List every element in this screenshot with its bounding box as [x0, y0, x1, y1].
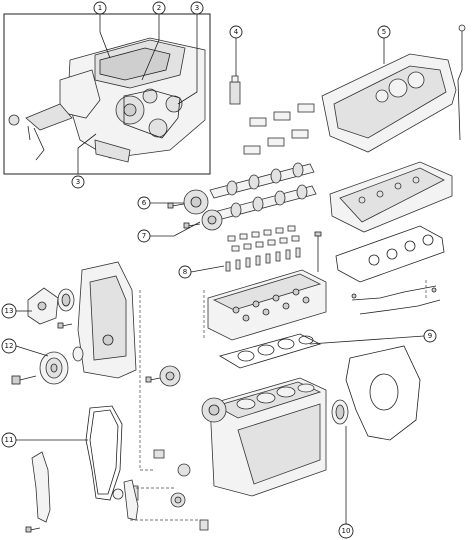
timing-chain-part	[85, 405, 123, 501]
callout-3-bottom: 3	[71, 175, 85, 189]
callout-5: 5	[377, 25, 391, 39]
crank-seal-part	[72, 346, 84, 362]
callout-9: 9	[423, 329, 437, 343]
camshaft-sprocket-lower-part	[201, 209, 223, 231]
callout-6-label: 6	[142, 199, 147, 207]
cylinder-block-part	[209, 377, 327, 497]
assembled-engine-inset-frame	[3, 13, 211, 175]
callout-2-label: 2	[157, 4, 161, 12]
oil-control-valve-part	[229, 75, 241, 105]
callout-8: 8	[178, 265, 192, 279]
callout-12: 12	[1, 338, 17, 354]
callout-4: 4	[229, 25, 243, 39]
timing-cover-oil-seal-part	[57, 288, 75, 312]
head-gasket-part	[218, 333, 322, 369]
cylinder-head-cover-part	[329, 161, 453, 233]
leader-2	[141, 14, 160, 81]
camshaft-sprocket-upper-part	[183, 189, 209, 215]
timing-chain-cover-part	[77, 261, 137, 379]
callout-10: 10	[338, 523, 354, 539]
camshaft-upper-part	[209, 162, 315, 199]
crank-pulley-part	[39, 351, 69, 385]
head-cover-gasket-part	[335, 225, 445, 283]
callout-13-label: 13	[5, 307, 14, 315]
callout-7-label: 7	[142, 232, 146, 240]
chain-guide-part	[31, 451, 51, 523]
water-pump-pulley-part	[27, 287, 59, 325]
small-bolts-part	[25, 322, 161, 533]
water-pump-part	[201, 397, 227, 423]
bolt-upper-part	[167, 202, 185, 209]
leader-3a	[177, 14, 198, 105]
callout-2: 2	[152, 1, 166, 15]
callout-11: 11	[1, 432, 17, 448]
dipstick-part	[457, 24, 466, 141]
head-bolt-part	[314, 231, 322, 272]
callout-9-label: 9	[428, 332, 432, 340]
rear-cover-gasket-part	[345, 345, 421, 441]
callout-8-label: 8	[183, 268, 187, 276]
leader-12	[15, 345, 49, 357]
crank-pulley-small-part	[159, 365, 181, 387]
callout-11-label: 11	[5, 436, 14, 444]
callout-7: 7	[137, 229, 151, 243]
dash-line-a	[139, 290, 154, 471]
callout-5-label: 5	[382, 28, 386, 36]
leader-9	[309, 335, 425, 345]
cam-caps-part	[243, 103, 315, 155]
callout-10-label: 10	[342, 527, 351, 535]
callout-1: 1	[93, 1, 107, 15]
assembled-engine-illustration	[8, 37, 206, 163]
callout-13: 13	[1, 303, 17, 319]
lash-adjusters-part	[225, 247, 301, 272]
callout-3-bottom-label: 3	[76, 178, 80, 186]
rocker-arms-part	[227, 225, 300, 252]
leader-3b	[77, 133, 97, 174]
leader-7	[150, 221, 201, 237]
callout-4-label: 4	[234, 28, 239, 36]
callout-3-top-label: 3	[195, 4, 199, 12]
callout-12-label: 12	[5, 342, 14, 350]
cylinder-head-part	[207, 269, 327, 341]
bolt-lower-part	[183, 222, 201, 229]
rear-oil-seal-part	[331, 399, 349, 425]
callout-3-top: 3	[190, 1, 204, 15]
chain-tensioner-arm-part	[123, 479, 139, 521]
leader-8	[190, 265, 225, 273]
leader-1	[99, 14, 111, 59]
callout-6: 6	[137, 196, 151, 210]
wiring-harness-part	[351, 285, 441, 315]
crank-pulley-bolt-part	[11, 375, 37, 385]
engine-cover-part	[321, 53, 457, 153]
callout-1-label: 1	[98, 4, 102, 12]
